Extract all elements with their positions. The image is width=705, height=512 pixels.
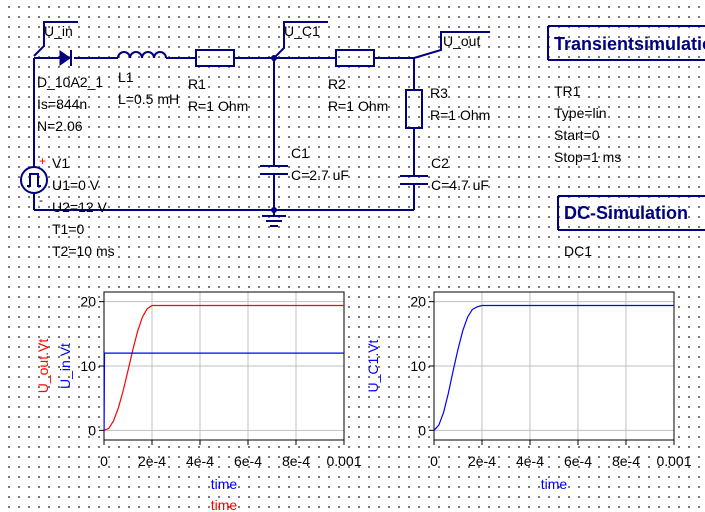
resistor-r1-value[interactable]: R=1 Ohm — [188, 98, 248, 114]
ground-symbol[interactable] — [262, 215, 286, 227]
y-tick-label: 10 — [80, 358, 96, 374]
x-tick-label: 2e-4 — [468, 453, 496, 469]
source-plus-sign: + — [39, 154, 46, 168]
source-name[interactable]: V1 — [52, 155, 69, 171]
source-t2-param[interactable]: T2=10 ms — [52, 243, 115, 259]
y-tick-label: 20 — [80, 294, 96, 310]
y-tick-label: 0 — [88, 422, 96, 438]
series-line-u-out-vt — [103, 304, 344, 431]
x-tick-label: 0 — [100, 453, 108, 469]
x-tick-label: 0 — [430, 453, 438, 469]
transient-stop-param[interactable]: Stop=1 ms — [554, 149, 621, 165]
resistor-r3-value[interactable]: R=1 Ohm — [430, 107, 490, 123]
transient-simulation-title: Transientsimulation — [554, 34, 705, 54]
source-t1-param[interactable]: T1=0 — [52, 221, 85, 237]
diode-is-param[interactable]: Is=844n — [37, 96, 87, 112]
resistor-r2-symbol[interactable] — [335, 49, 375, 67]
transient-type-param[interactable]: Type=lin — [554, 105, 607, 121]
x-tick-label: 4e-4 — [186, 453, 214, 469]
source-u2-param[interactable]: U2=12 V — [52, 199, 108, 215]
diode-symbol[interactable] — [54, 50, 72, 66]
y-axis-label: U_C1.Vt — [365, 339, 381, 392]
capacitor-c2-name[interactable]: C2 — [431, 155, 449, 171]
capacitor-c1-value[interactable]: C=2.7 uF — [291, 167, 349, 183]
junction-dot — [271, 207, 277, 213]
x-tick-label: 8e-4 — [282, 453, 310, 469]
inductor-name[interactable]: L1 — [118, 69, 134, 85]
plot-frame — [433, 291, 675, 441]
y-axis-label: U_out.Vt — [35, 339, 51, 394]
resistor-r1-symbol[interactable] — [195, 49, 235, 67]
dc-simulation-title: DC-Simulation — [564, 203, 688, 223]
resistor-r3-name[interactable]: R3 — [430, 85, 448, 101]
x-tick-label: 2e-4 — [138, 453, 166, 469]
resistor-r2-value[interactable]: R=1 Ohm — [328, 98, 388, 114]
diode-name[interactable]: D_10A2_1 — [37, 74, 103, 90]
x-axis-label: time — [211, 497, 238, 512]
pulse-source-symbol[interactable] — [20, 166, 48, 194]
x-axis-label: time — [211, 476, 238, 492]
node-label-u-in[interactable]: U_in — [44, 23, 73, 39]
y-tick-label: 20 — [410, 294, 426, 310]
chart-1: 0 2e-4 4e-4 6e-4 8e-4 0.001 0 10 20U_out.Vt U_in.… — [35, 291, 362, 512]
node-label-u-c1[interactable]: U_C1 — [284, 23, 320, 39]
x-tick-label: 8e-4 — [612, 453, 640, 469]
source-minus-sign: - — [39, 193, 43, 207]
inductor-symbol[interactable] — [117, 51, 167, 59]
capacitor-c2-symbol[interactable] — [400, 175, 428, 185]
node-label-u-in-leader — [33, 21, 78, 57]
diode-n-param[interactable]: N=2.06 — [37, 118, 83, 134]
transient-id[interactable]: TR1 — [554, 83, 581, 99]
resistor-r1-name[interactable]: R1 — [188, 76, 206, 92]
x-tick-label: 0.001 — [656, 453, 691, 469]
node-label-u-c1-leader — [273, 21, 328, 59]
dc-simulation-block[interactable]: DC-Simulation — [557, 195, 705, 231]
resistor-r2-name[interactable]: R2 — [328, 76, 346, 92]
transient-start-param[interactable]: Start=0 — [554, 127, 600, 143]
x-axis-label: time — [541, 476, 568, 492]
junction-dot — [271, 55, 277, 61]
dc-id[interactable]: DC1 — [564, 243, 592, 259]
series-line-u-c1-vt — [433, 304, 674, 431]
transient-simulation-block[interactable]: Transientsimulation — [547, 25, 705, 61]
y-axis-label: U_in.Vt — [57, 343, 73, 389]
y-tick-label: 10 — [410, 358, 426, 374]
x-tick-label: 6e-4 — [564, 453, 592, 469]
node-label-u-out[interactable]: U_out — [443, 33, 480, 49]
x-tick-label: 0.001 — [326, 453, 361, 469]
capacitor-c1-name[interactable]: C1 — [291, 145, 309, 161]
series-line-u-in-vt — [103, 352, 344, 431]
capacitor-c1-symbol[interactable] — [260, 165, 288, 175]
inductor-value[interactable]: L=0.5 mH — [118, 91, 179, 107]
x-tick-label: 6e-4 — [234, 453, 262, 469]
capacitor-c2-value[interactable]: C=4.7 uF — [431, 177, 489, 193]
y-tick-label: 0 — [418, 422, 426, 438]
node-label-u-out-leader — [413, 31, 490, 59]
x-tick-label: 4e-4 — [516, 453, 544, 469]
source-u1-param[interactable]: U1=0 V — [52, 177, 100, 193]
